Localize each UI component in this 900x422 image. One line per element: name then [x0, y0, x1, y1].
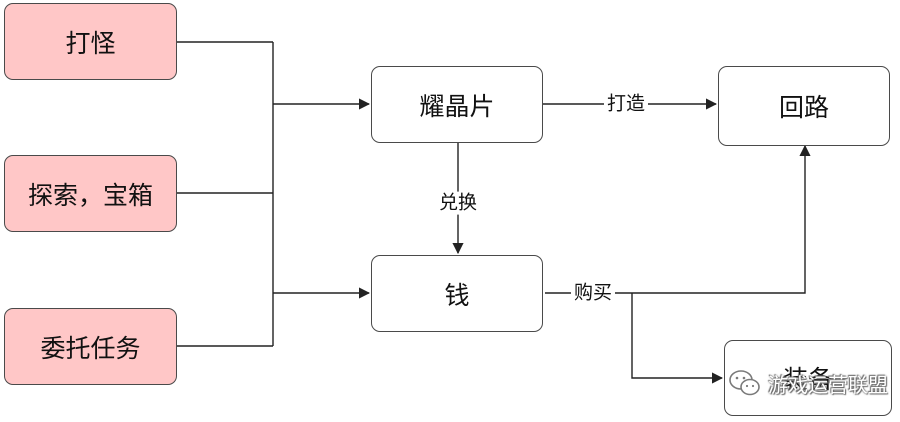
arrow-money-to-circuit	[545, 144, 811, 294]
node-explore-chest: 探索，宝箱	[4, 155, 177, 232]
edge-label-buy: 购买	[570, 281, 616, 305]
node-money: 钱	[371, 255, 543, 332]
node-explore-chest-label: 探索，宝箱	[27, 180, 153, 210]
edge-label-exchange: 兑换	[435, 191, 481, 215]
node-hunt-label: 打怪	[65, 28, 116, 58]
node-quest-label: 委托任务	[40, 333, 141, 363]
node-shard-label: 耀晶片	[419, 91, 495, 121]
node-equipment: 装备	[724, 340, 892, 416]
node-circuit: 回路	[718, 66, 890, 146]
node-quest: 委托任务	[4, 308, 177, 385]
node-hunt: 打怪	[4, 3, 177, 80]
edge-label-craft: 打造	[603, 92, 649, 116]
node-equipment-label: 装备	[782, 365, 833, 394]
node-circuit-label: 回路	[778, 93, 829, 122]
node-money-label: 钱	[444, 280, 470, 310]
node-shard: 耀晶片	[371, 66, 543, 143]
arrow-money-to-equipment	[631, 293, 724, 384]
